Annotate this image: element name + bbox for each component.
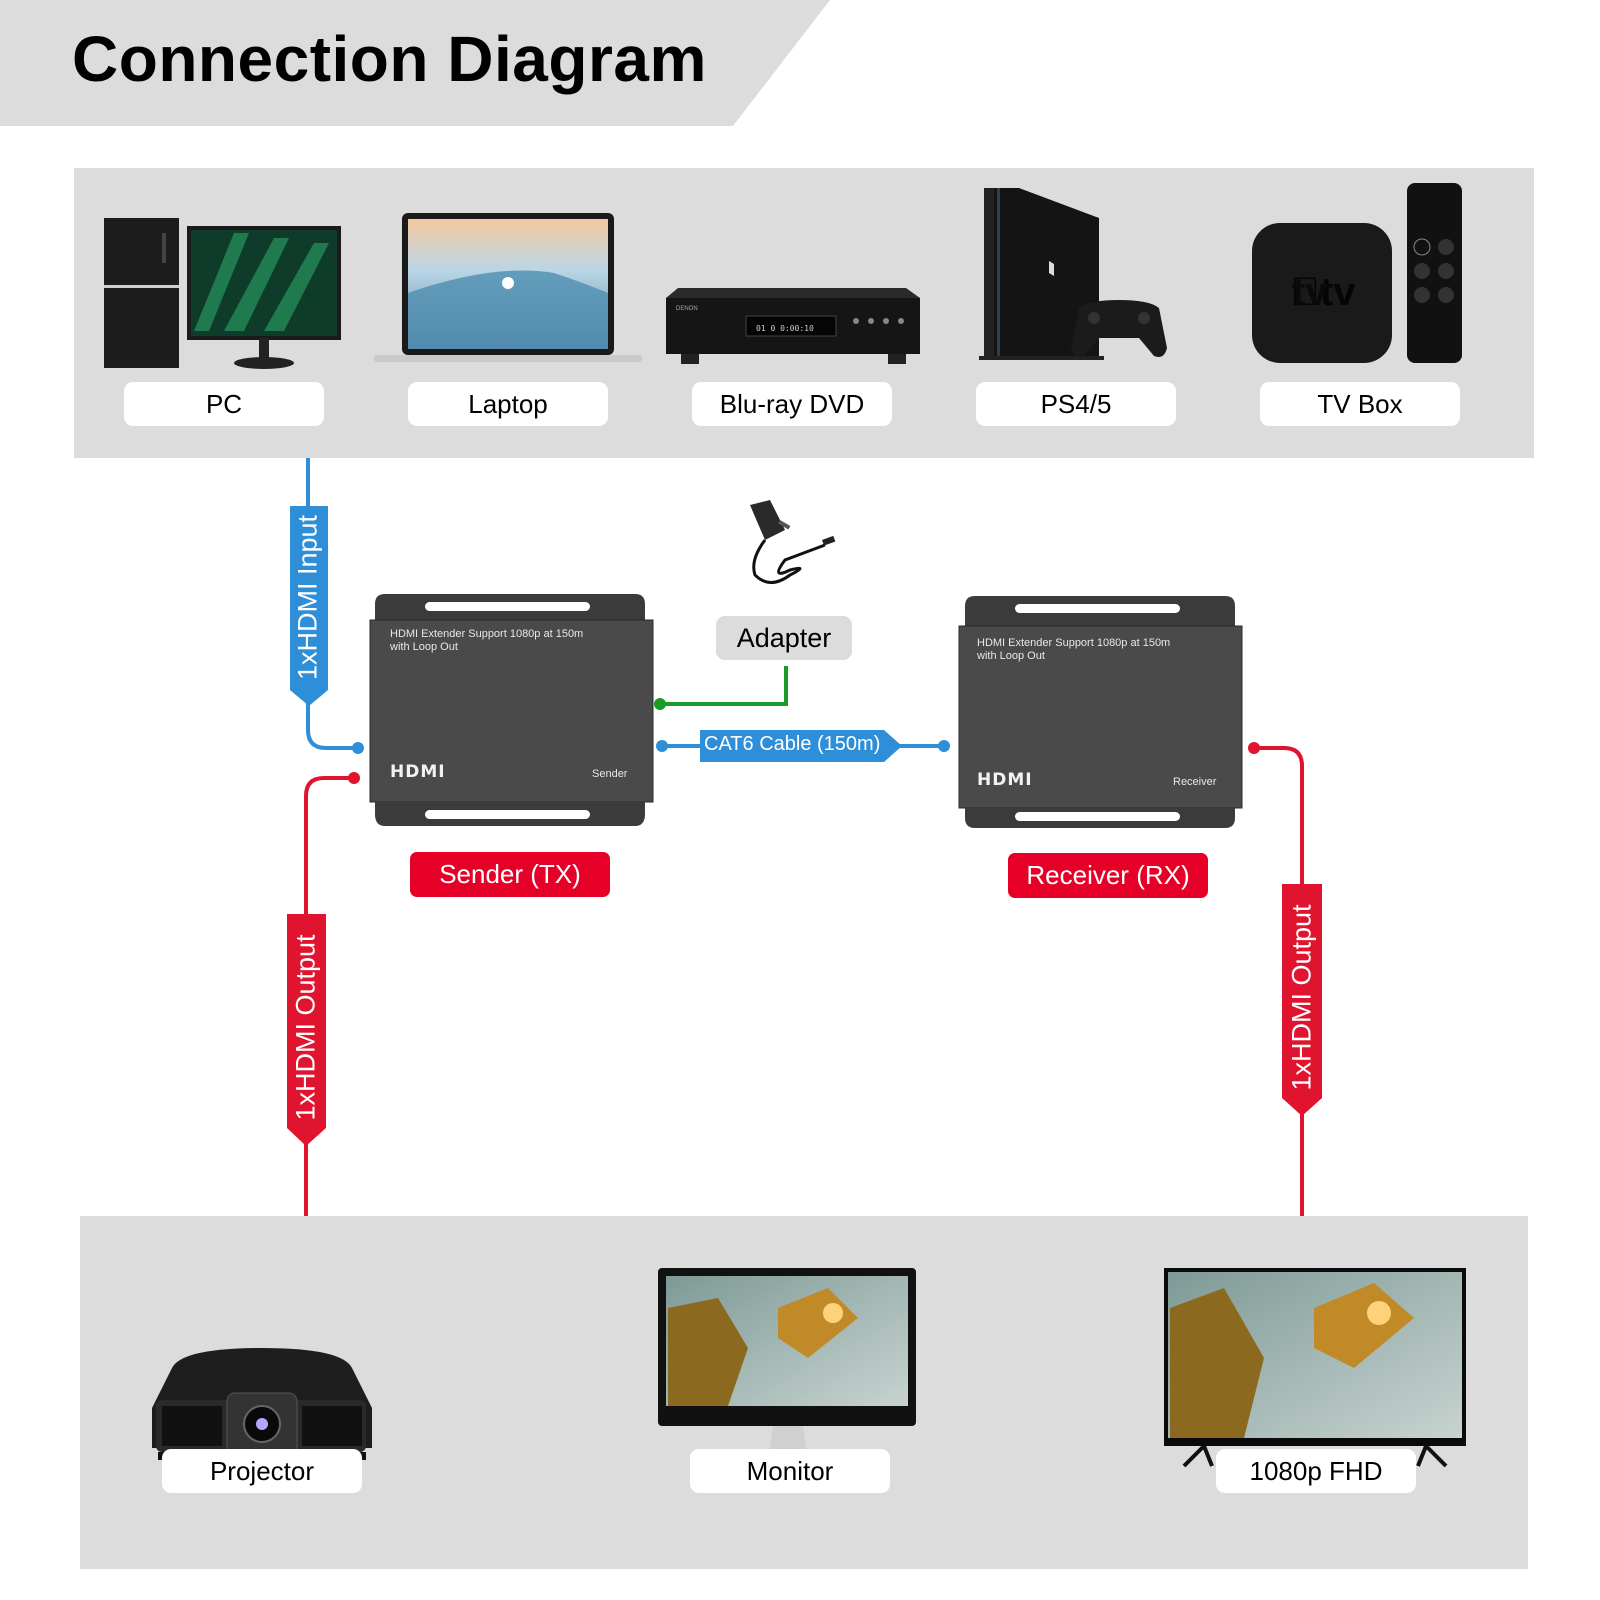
title-banner bbox=[0, 0, 830, 126]
bluray-player-icon: 01 0 0:00:10 DENON bbox=[666, 288, 920, 364]
hdmi-input-tag bbox=[290, 506, 328, 706]
pc-icon bbox=[104, 218, 341, 369]
input-port-dot bbox=[352, 742, 364, 754]
source-devices-panel: PC Laptop 01 0 0:00:10 DENON Blu-ray DVD bbox=[74, 168, 1534, 458]
sender-role-label: Sender bbox=[592, 768, 628, 780]
hdmi-input-line bbox=[306, 458, 358, 750]
sender-tag: Sender (TX) bbox=[410, 852, 610, 897]
receiver-role-label: Receiver bbox=[1173, 776, 1217, 788]
source-label-ps: PS4/5 bbox=[976, 382, 1176, 426]
sender-description-line1: HDMI Extender Support 1080p at 150m bbox=[390, 628, 584, 640]
adapter-label: Adapter bbox=[716, 616, 852, 660]
power-port-dot bbox=[654, 698, 666, 710]
receiver-tag: Receiver (RX) bbox=[1008, 853, 1208, 898]
source-label-bluray: Blu-ray DVD bbox=[692, 382, 892, 426]
tv-box-icon: tv tv bbox=[1252, 183, 1462, 363]
rx-output-line bbox=[1254, 746, 1304, 1218]
page-title: Connection Diagram bbox=[72, 23, 707, 95]
output-label-monitor: Monitor bbox=[690, 1449, 890, 1493]
cat6-tx-port-dot bbox=[656, 740, 668, 752]
output-label-projector: Projector bbox=[162, 1449, 362, 1493]
svg-text:01 0 0:00:10: 01 0 0:00:10 bbox=[756, 324, 814, 333]
laptop-icon bbox=[374, 213, 642, 362]
rx-output-tag bbox=[1282, 884, 1322, 1116]
sender-description-line2: with Loop Out bbox=[390, 641, 458, 653]
tv-icon bbox=[1164, 1268, 1466, 1468]
loop-output-tag bbox=[287, 914, 326, 1146]
cat6-rx-port-dot bbox=[938, 740, 950, 752]
power-adapter-icon bbox=[750, 500, 836, 584]
cat6-cable-label: CAT6 Cable (150m) bbox=[704, 733, 881, 755]
hdmi-input-label: 1xHDMI Input bbox=[292, 514, 323, 681]
receiver-hdmi-logo: HDMI bbox=[977, 770, 1033, 790]
source-label-tvbox: TV Box bbox=[1260, 382, 1460, 426]
receiver-description-line1: HDMI Extender Support 1080p at 150m bbox=[977, 637, 1171, 649]
receiver-device-body bbox=[958, 596, 1243, 828]
rx-output-port-dot bbox=[1248, 742, 1260, 754]
rx-output-label: 1xHDMI Output bbox=[1286, 904, 1317, 1091]
output-label-tv: 1080p FHD bbox=[1216, 1449, 1416, 1493]
sender-hdmi-logo: HDMI bbox=[390, 762, 446, 782]
loop-output-line bbox=[304, 776, 354, 1218]
loop-output-port-dot bbox=[348, 772, 360, 784]
sender-unit: HDMI Extender Support 1080p at 150m with… bbox=[369, 592, 660, 830]
output-devices-panel: Projector Monitor 1080p FHD bbox=[80, 1216, 1528, 1569]
power-line bbox=[660, 666, 788, 706]
sender-device-body bbox=[369, 594, 654, 826]
receiver-unit: HDMI Extender Support 1080p at 150m with… bbox=[955, 592, 1245, 830]
source-label-pc: PC bbox=[124, 382, 324, 426]
svg-text:tv: tv bbox=[1290, 270, 1356, 314]
loop-output-label: 1xHDMI Output bbox=[290, 934, 321, 1121]
receiver-description-line2: with Loop Out bbox=[977, 650, 1045, 662]
cat6-cable-tag bbox=[700, 730, 902, 762]
svg-text:tv: tv bbox=[1292, 270, 1328, 314]
game-console-icon bbox=[979, 188, 1167, 360]
projector-icon bbox=[152, 1348, 372, 1460]
svg-text:DENON: DENON bbox=[676, 306, 698, 312]
monitor-icon bbox=[658, 1268, 916, 1464]
source-label-laptop: Laptop bbox=[408, 382, 608, 426]
